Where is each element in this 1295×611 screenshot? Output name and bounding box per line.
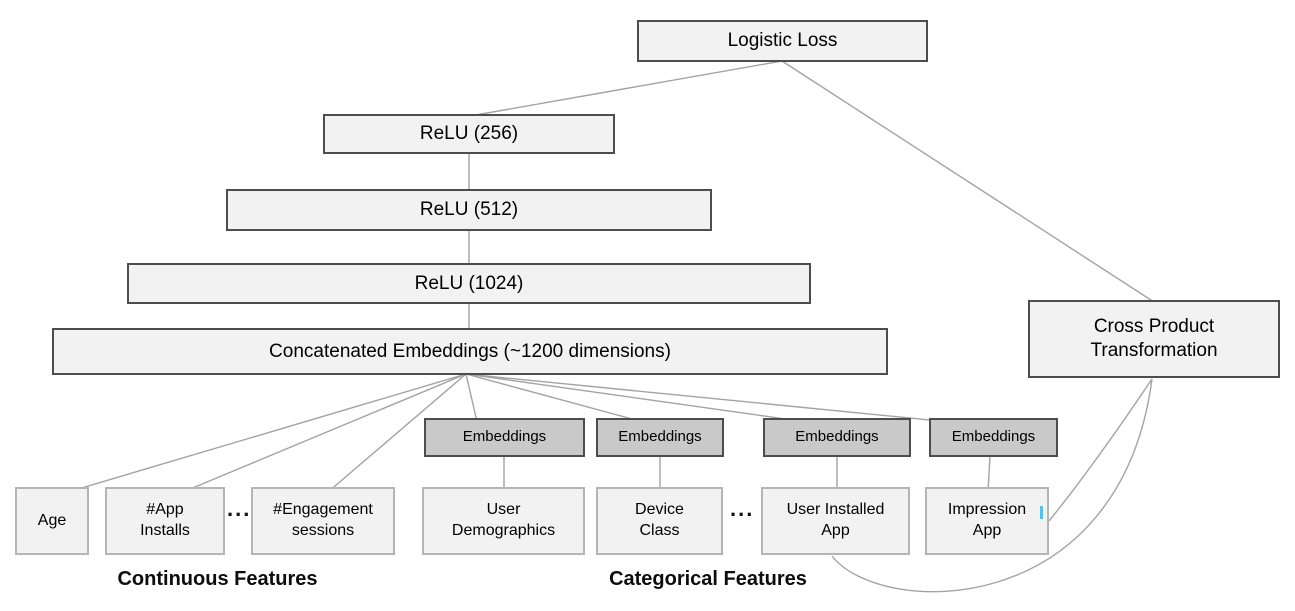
node-app-installs: #App Installs — [105, 487, 225, 555]
node-age: Age — [15, 487, 89, 555]
label-categorical-features: Categorical Features — [609, 568, 807, 590]
node-embeddings-user-installed-app: Embeddings — [763, 418, 911, 457]
node-relu-512: ReLU (512) — [226, 189, 712, 231]
node-embeddings-device-class: Embeddings — [596, 418, 724, 457]
edge-concat-embed3 — [465, 373, 836, 427]
edge-userinstalled-crossproduct — [831, 378, 1153, 593]
node-embeddings-user-demographics: Embeddings — [424, 418, 585, 457]
node-impression-app: Impression App — [925, 487, 1049, 555]
edge-embed4-impression — [987, 455, 991, 493]
node-logistic-loss: Logistic Loss — [637, 20, 928, 62]
node-concatenated-embeddings: Concatenated Embeddings (~1200 dimension… — [52, 328, 888, 375]
ellipsis-categorical: ... — [730, 496, 755, 521]
node-user-demographics: User Demographics — [422, 487, 585, 555]
edge-concat-embed1 — [465, 373, 479, 427]
edge-concat-embed2 — [465, 373, 659, 427]
text-cursor-artifact — [1040, 506, 1043, 519]
node-embeddings-impression-app: Embeddings — [929, 418, 1058, 457]
node-engagement-sessions: #Engagement sessions — [251, 487, 395, 555]
edge-impression-crossproduct — [1048, 378, 1153, 522]
edge-concat-age — [67, 373, 467, 493]
label-continuous-features: Continuous Features — [117, 568, 318, 590]
node-user-installed-app: User Installed App — [761, 487, 910, 555]
edge-concat-engagement — [327, 373, 467, 493]
node-relu-1024: ReLU (1024) — [127, 263, 811, 304]
node-relu-256: ReLU (256) — [323, 114, 615, 154]
edge-concat-appinstalls — [182, 373, 467, 493]
edge-concat-embed4 — [465, 373, 991, 427]
ellipsis-continuous: ... — [227, 496, 252, 521]
node-device-class: Device Class — [596, 487, 723, 555]
edge-loss-crossproduct — [781, 60, 1155, 303]
node-cross-product-transformation: Cross Product Transformation — [1028, 300, 1280, 378]
edge-loss-relu256 — [469, 60, 783, 117]
